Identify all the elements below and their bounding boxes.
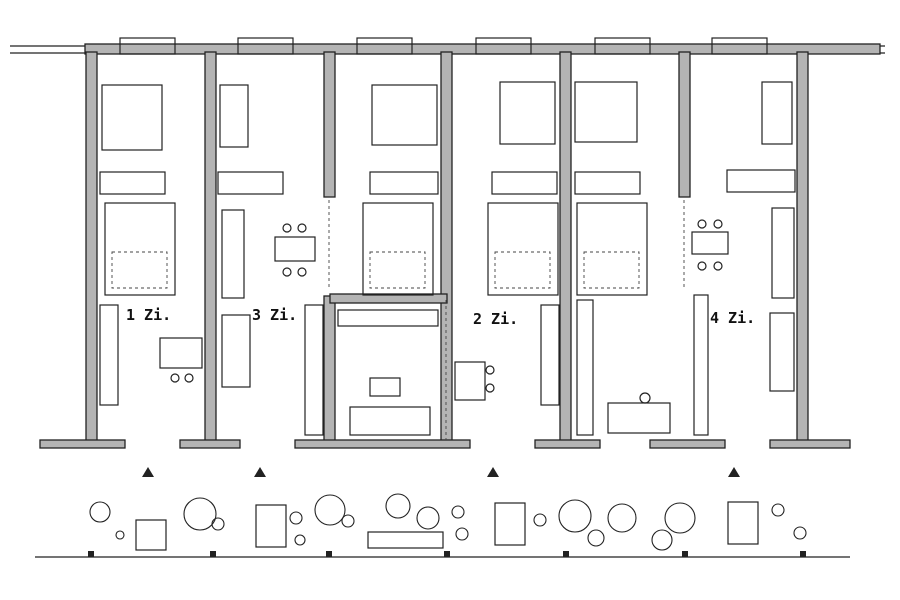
entrance-markers (142, 467, 740, 477)
unit-label-2: 3 Zi. (252, 306, 297, 324)
unit-label-1: 1 Zi. (126, 306, 171, 324)
bathrooms (104, 202, 648, 296)
kitchens (99, 207, 795, 436)
wardrobes (99, 169, 796, 195)
street (35, 551, 850, 558)
beds (101, 81, 793, 151)
facade-windows (119, 37, 768, 55)
unit-label-3: 2 Zi. (473, 310, 518, 328)
garden (89, 493, 807, 551)
entrance-walls (39, 439, 851, 449)
unit-label-4: 4 Zi. (710, 309, 755, 327)
living-room-furniture (337, 309, 671, 436)
dining-tables (159, 219, 729, 401)
party-walls (85, 51, 809, 448)
partitions (328, 200, 685, 440)
